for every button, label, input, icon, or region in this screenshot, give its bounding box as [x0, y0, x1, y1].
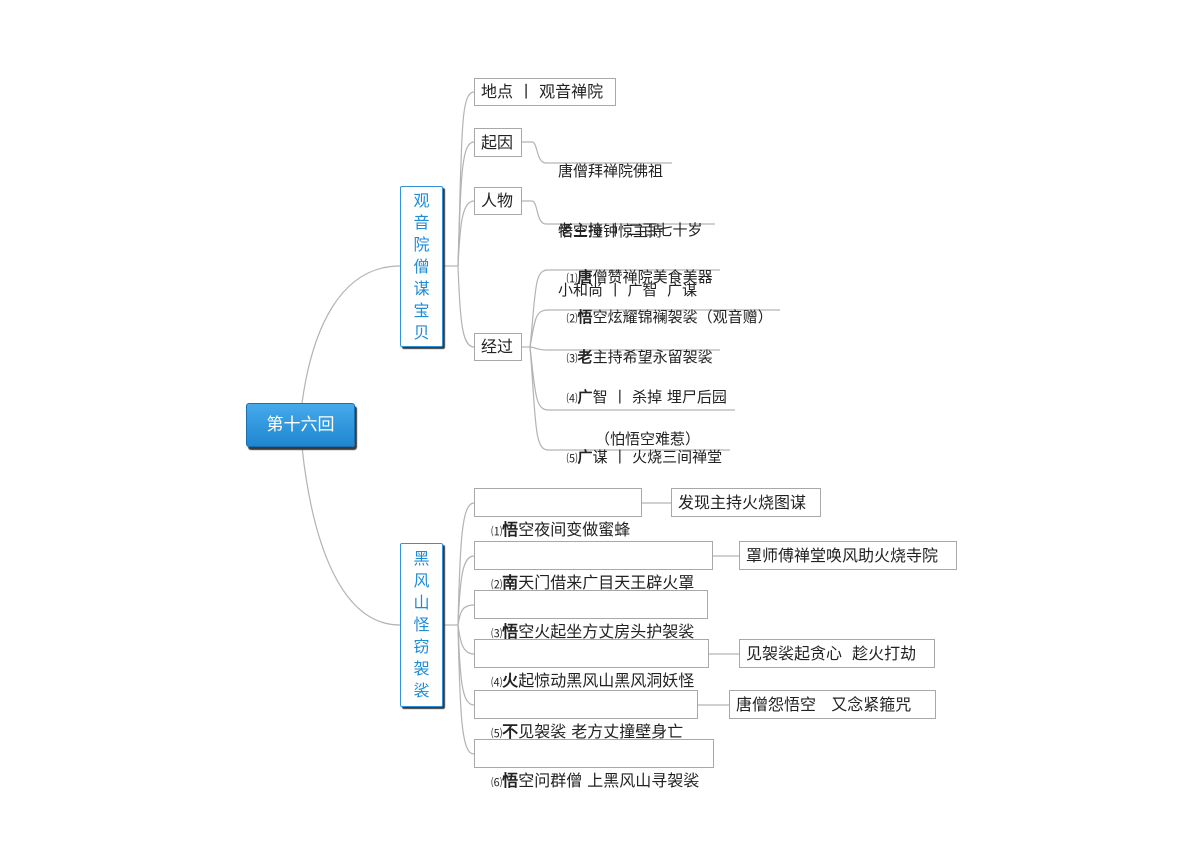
process-item-4-number: ⑷: [566, 392, 578, 405]
cave-item-3: ⑶悟空火起坐方丈房头护袈裟: [474, 590, 708, 641]
process-item-2: ⑵悟空炫耀锦襕袈裟（观音赠）: [557, 287, 773, 329]
cave-item-4: ⑷火起惊动黑风山黑风洞妖怪: [474, 639, 709, 690]
process-item-3-text: 老主持希望永留袈裟: [577, 348, 713, 366]
connector-process-item-3: [529, 346, 720, 351]
temple-process-node: 经过: [474, 333, 522, 361]
cave-item-2-number: ⑵: [491, 578, 503, 591]
connector-cave-item-3: [457, 604, 475, 626]
connector-cave-item-4: [457, 624, 475, 655]
process-item-5-number: ⑸: [566, 452, 578, 465]
process-item-1: ⑴唐僧赞禅院美食美器: [557, 247, 713, 289]
connector-cave-item-6: [457, 624, 475, 755]
cave-item-6-text: 悟空问群僧 上黑风山寻袈裟: [502, 771, 700, 790]
cause-line-1: 唐僧拜禅院佛祖: [558, 162, 664, 180]
temple-people-node: 人物: [474, 187, 522, 215]
root-node: 第十六回: [246, 403, 355, 447]
cave-item-5-number: ⑸: [491, 727, 503, 740]
temple-cause-lines: 唐僧拜禅院佛祖 悟空撞钟惊主持: [558, 121, 663, 261]
branch-cave-node: 黑风山怪窃袈裟: [400, 543, 443, 707]
people-line-2: 小和尚 丨 广智 广谋: [558, 281, 698, 299]
connector-temple-location: [457, 91, 475, 267]
connector-root-to-temple: [301, 265, 401, 404]
connector-people-lines: [522, 200, 715, 225]
process-item-2-number: ⑵: [566, 312, 578, 325]
cave-item-6-number: ⑹: [491, 776, 503, 789]
cave-item-2-detail: 罩师傅禅堂唤风助火烧寺院: [739, 541, 957, 570]
branch-temple-label: 观音院僧谋宝贝: [413, 190, 430, 342]
cave-item-2: ⑵南天门借来广目天王辟火罩: [474, 541, 713, 592]
connector-cave-item-2: [457, 555, 475, 626]
connector-root-to-cave: [301, 446, 401, 626]
connector-process-item-1: [529, 269, 720, 348]
cave-item-5: ⑸不见袈裟 老方丈撞壁身亡: [474, 690, 698, 741]
cave-item-3-number: ⑶: [491, 627, 503, 640]
cave-item-4-number: ⑷: [491, 676, 503, 689]
branch-cave-label: 黑风山怪窃袈裟: [413, 549, 430, 700]
process-item-3-number: ⑶: [566, 352, 578, 365]
cave-item-5-detail: 唐僧怨悟空 又念紧箍咒: [729, 690, 936, 719]
branch-temple-node: 观音院僧谋宝贝: [400, 186, 443, 347]
cave-item-5-text: 不见袈裟 老方丈撞壁身亡: [502, 722, 684, 741]
process-item-2-text: 悟空炫耀锦襕袈裟（观音赠）: [577, 308, 773, 326]
process-item-4-note: （怕悟空难惹）: [595, 430, 701, 448]
temple-location-node: 地点 丨 观音禅院: [474, 78, 616, 106]
process-item-1-number: ⑴: [566, 272, 578, 285]
cave-item-4-text: 火起惊动黑风山黑风洞妖怪: [502, 671, 695, 690]
cave-item-1: ⑴悟空夜间变做蜜蜂: [474, 488, 642, 539]
temple-cause-node: 起因: [474, 128, 522, 157]
cave-item-2-text: 南天门借来广目天王辟火罩: [502, 573, 695, 592]
temple-people-lines: 老主持 丨 二百七十岁 小和尚 丨 广智 广谋: [558, 180, 703, 320]
process-item-1-text: 唐僧赞禅院美食美器: [577, 268, 713, 286]
process-item-4: ⑷广智 丨 杀掉 埋尸后园 （怕悟空难惹）: [557, 367, 727, 469]
connector-cause-lines: [522, 141, 672, 164]
cave-item-1-detail: 发现主持火烧图谋: [671, 488, 821, 517]
cave-item-6: ⑹悟空问群僧 上黑风山寻袈裟: [474, 739, 714, 790]
connector-temple-process: [457, 265, 475, 348]
connector-temple-cause: [457, 141, 475, 267]
connector-temple-people: [457, 200, 475, 267]
connector-process-item-2: [529, 309, 780, 348]
connector-cave-item-1: [457, 502, 475, 626]
cause-line-2: 悟空撞钟惊主持: [558, 222, 664, 240]
process-item-5: ⑸广谋 丨 火烧三间禅堂: [557, 427, 723, 469]
process-item-4-text: 广智 丨 杀掉 埋尸后园: [577, 388, 727, 406]
people-line-1: 老主持 丨 二百七十岁: [558, 221, 703, 239]
cave-item-1-number: ⑴: [491, 525, 503, 538]
cave-item-4-detail: 见袈裟起贪心 趁火打劫: [739, 639, 935, 668]
cave-item-1-text: 悟空夜间变做蜜蜂: [502, 520, 631, 539]
process-item-5-text: 广谋 丨 火烧三间禅堂: [577, 448, 723, 466]
cave-item-3-text: 悟空火起坐方丈房头护袈裟: [502, 622, 695, 641]
connector-process-item-5: [529, 346, 730, 451]
process-item-3: ⑶老主持希望永留袈裟: [557, 327, 713, 369]
